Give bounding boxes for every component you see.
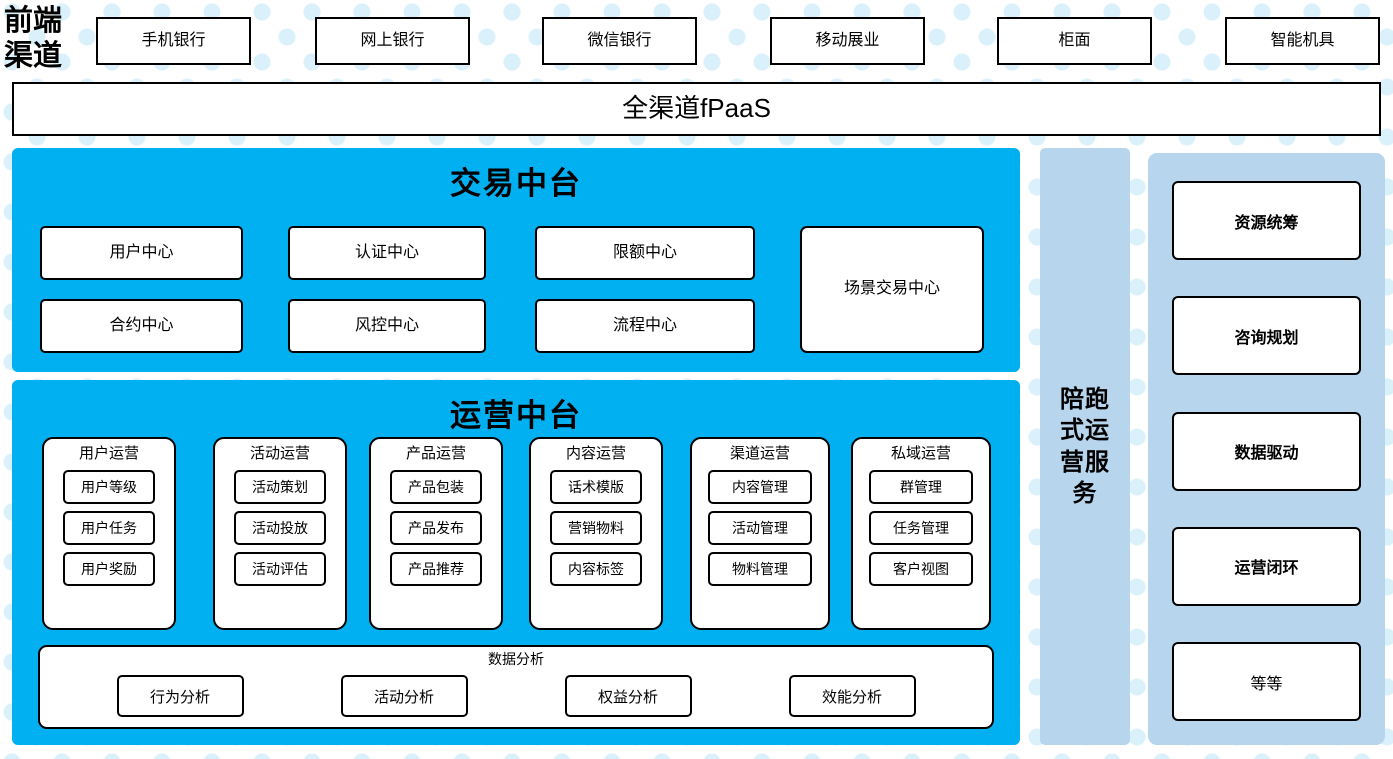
ops-column-channel[interactable]: 渠道运营 内容管理 活动管理 物料管理 <box>690 437 830 630</box>
ops-column-user[interactable]: 用户运营 用户等级 用户任务 用户奖励 <box>42 437 176 630</box>
ops-item-marketing-material[interactable]: 营销物料 <box>550 510 642 545</box>
ops-item-user-task[interactable]: 用户任务 <box>63 510 155 545</box>
ops-item-group-management[interactable]: 群管理 <box>869 469 973 504</box>
data-analysis-item-efficiency[interactable]: 效能分析 <box>788 675 916 717</box>
ops-column-title-channel: 渠道运营 <box>729 445 790 462</box>
front-channel-label: 前端 渠道 <box>4 2 86 76</box>
ops-item-activity-planning[interactable]: 活动策划 <box>234 469 326 504</box>
trade-box-risk-center[interactable]: 风控中心 <box>288 299 486 353</box>
ops-item-material-management[interactable]: 物料管理 <box>708 551 812 586</box>
channel-box-online-bank[interactable]: 网上银行 <box>315 17 470 65</box>
data-analysis-group: 数据分析 行为分析 活动分析 权益分析 效能分析 <box>38 645 994 729</box>
ops-column-private-domain[interactable]: 私域运营 群管理 任务管理 客户视图 <box>851 437 991 630</box>
ops-item-customer-view[interactable]: 客户视图 <box>869 551 973 586</box>
channel-box-counter[interactable]: 柜面 <box>997 17 1152 65</box>
trade-box-user-center[interactable]: 用户中心 <box>40 226 243 280</box>
ops-column-title-private-domain: 私域运营 <box>890 445 951 462</box>
channel-box-mobile-bank[interactable]: 手机银行 <box>96 17 251 65</box>
ops-item-activity-delivery[interactable]: 活动投放 <box>234 510 326 545</box>
support-item-etc[interactable]: 等等 <box>1172 642 1361 721</box>
data-analysis-title: 数据分析 <box>488 651 544 667</box>
front-channel-label-line1: 前端 <box>4 4 63 37</box>
trade-box-process-center[interactable]: 流程中心 <box>535 299 755 353</box>
trade-box-auth-center[interactable]: 认证中心 <box>288 226 486 280</box>
data-analysis-item-activity[interactable]: 活动分析 <box>340 675 468 717</box>
trade-box-limit-center[interactable]: 限额中心 <box>535 226 755 280</box>
ops-column-title-user: 用户运营 <box>78 445 139 462</box>
channel-box-mobile-field[interactable]: 移动展业 <box>770 17 925 65</box>
ops-item-user-level[interactable]: 用户等级 <box>63 469 155 504</box>
ops-column-title-product: 产品运营 <box>405 445 466 462</box>
ops-item-task-management[interactable]: 任务管理 <box>869 510 973 545</box>
trade-box-scene-transaction-center[interactable]: 场景交易中心 <box>800 226 984 353</box>
fpaas-bar[interactable]: 全渠道fPaaS <box>12 82 1381 136</box>
ops-column-activity[interactable]: 活动运营 活动策划 活动投放 活动评估 <box>213 437 347 630</box>
support-item-resource-coordination[interactable]: 资源统筹 <box>1172 181 1361 260</box>
ops-item-activity-eval[interactable]: 活动评估 <box>234 551 326 586</box>
ops-platform-title: 运营中台 <box>450 398 582 433</box>
ops-item-content-tag[interactable]: 内容标签 <box>550 551 642 586</box>
ops-column-title-content: 内容运营 <box>565 445 626 462</box>
support-item-consulting-planning[interactable]: 咨询规划 <box>1172 296 1361 376</box>
ops-item-product-release[interactable]: 产品发布 <box>390 510 482 545</box>
channel-box-smart-device[interactable]: 智能机具 <box>1225 17 1380 65</box>
ops-item-activity-management[interactable]: 活动管理 <box>708 510 812 545</box>
accompanying-operation-service-column[interactable]: 陪跑式运营服务 <box>1040 148 1130 745</box>
accompanying-operation-service-label: 陪跑式运营服务 <box>1060 386 1110 507</box>
support-services-panel: 资源统筹 咨询规划 数据驱动 运营闭环 等等 <box>1148 153 1385 745</box>
data-analysis-items: 行为分析 活动分析 权益分析 效能分析 <box>40 675 992 717</box>
ops-item-script-template[interactable]: 话术模版 <box>550 469 642 504</box>
support-item-operation-closed-loop[interactable]: 运营闭环 <box>1172 526 1361 606</box>
ops-item-product-packaging[interactable]: 产品包装 <box>390 469 482 504</box>
trade-platform-title: 交易中台 <box>450 166 582 201</box>
data-analysis-item-behavior[interactable]: 行为分析 <box>116 675 244 717</box>
ops-item-product-recommend[interactable]: 产品推荐 <box>390 551 482 586</box>
front-channel-label-line2: 渠道 <box>4 40 63 72</box>
ops-column-content[interactable]: 内容运营 话术模版 营销物料 内容标签 <box>529 437 663 630</box>
ops-item-content-management[interactable]: 内容管理 <box>708 469 812 504</box>
channel-box-wechat-bank[interactable]: 微信银行 <box>542 17 697 65</box>
support-item-data-driven[interactable]: 数据驱动 <box>1172 411 1361 491</box>
ops-item-user-reward[interactable]: 用户奖励 <box>63 551 155 586</box>
trade-box-contract-center[interactable]: 合约中心 <box>40 299 243 353</box>
data-analysis-item-benefit[interactable]: 权益分析 <box>564 675 692 717</box>
ops-column-title-activity: 活动运营 <box>249 445 310 462</box>
ops-column-product[interactable]: 产品运营 产品包装 产品发布 产品推荐 <box>369 437 503 630</box>
